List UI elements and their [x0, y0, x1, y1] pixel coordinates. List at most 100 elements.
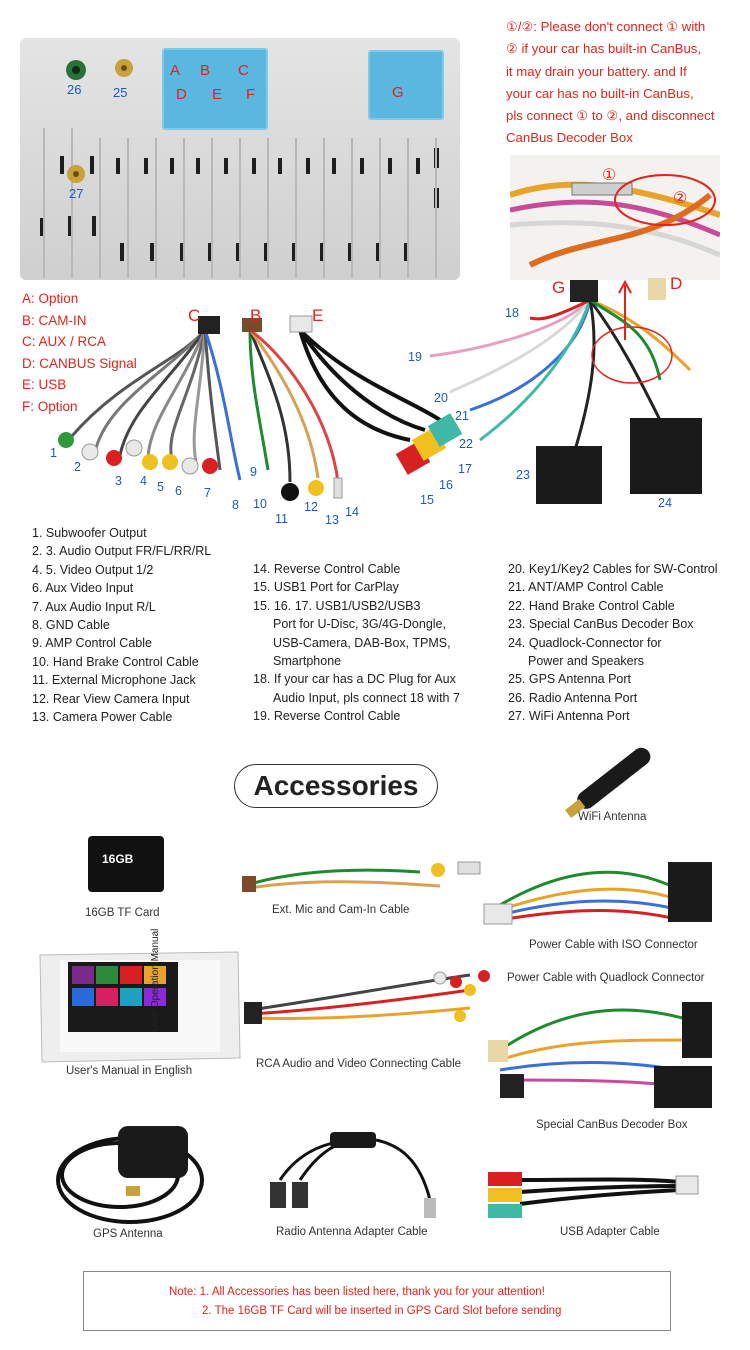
cable-number: 10 — [253, 497, 267, 511]
description-line: 20. Key1/Key2 Cables for SW-Control — [508, 562, 718, 576]
cable-number: 4 — [140, 474, 147, 488]
description-line: 25. GPS Antenna Port — [508, 672, 631, 687]
cable-harness-illustration — [58, 278, 702, 504]
legend-item: F: Option — [22, 398, 78, 414]
note-box: Note: 1. All Accessories has been listed… — [83, 1271, 671, 1331]
cable-number: 2 — [74, 460, 81, 474]
cable-number: 19 — [408, 350, 422, 364]
accessories-title: Accessories — [234, 764, 438, 808]
cable-number: 12 — [304, 500, 318, 514]
connector-b — [242, 318, 262, 332]
accessory-label-tf-card: 16GB TF Card — [85, 907, 160, 919]
description-line: 18. If your car has a DC Plug for Aux — [253, 672, 456, 687]
port-block-a-f — [162, 48, 268, 130]
cable-number: 7 — [204, 486, 211, 500]
cable-number: 13 — [325, 513, 339, 527]
legend-item: E: USB — [22, 377, 67, 393]
warning-line: it may drain your battery. and If — [506, 63, 687, 79]
warning-line: ①/②: Please don't connect ① with — [506, 19, 706, 34]
accessory-label-usb-adapter: USB Adapter Cable — [560, 1226, 660, 1238]
cable-letter-e: E — [312, 306, 324, 325]
description-line: 15. USB1 Port for CarPlay — [253, 580, 399, 595]
warning-line: your car has no built-in CanBus, — [506, 85, 694, 101]
accessory-label-gps: GPS Antenna — [93, 1228, 163, 1240]
description-line: 21. ANT/AMP Control Cable — [508, 580, 664, 595]
accessory-label-rca: RCA Audio and Video Connecting Cable — [256, 1058, 462, 1070]
head-unit-rear — [20, 38, 460, 280]
description-line: 23. Special CanBus Decoder Box — [508, 617, 694, 632]
description-line: 13. Camera Power Cable — [32, 710, 173, 725]
port-letter-a: A — [170, 62, 181, 79]
accessory-label-wifi: WiFi Antenna — [578, 811, 647, 823]
description-line: 7. Aux Audio Input R/L — [32, 599, 156, 614]
port-letter-d: D — [176, 86, 187, 103]
port-number-26: 26 — [67, 82, 82, 97]
heatsink-fins — [40, 59, 439, 278]
cable-number: 1 — [50, 446, 57, 460]
cable-number: 9 — [250, 465, 257, 479]
description-line: 14. Reverse Control Cable — [253, 562, 401, 576]
note-line-2: 2. The 16GB TF Card will be inserted in … — [202, 1305, 562, 1317]
cable-number: 23 — [516, 468, 530, 482]
description-line: Port for U-Disc, 3G/4G-Dongle, — [273, 617, 446, 632]
port-letter-g: G — [392, 84, 404, 101]
legend-item: C: AUX / RCA — [22, 334, 107, 350]
description-line: 26. Radio Antenna Port — [508, 690, 638, 705]
canbus-wire-photo — [510, 155, 720, 280]
port-letter-e: E — [212, 86, 223, 103]
cable-letter-d: D — [670, 274, 683, 293]
port-legend: A: Option B: CAM-IN C: AUX / RCA D: CANB… — [22, 288, 137, 418]
description-line: 22. Hand Brake Control Cable — [508, 598, 675, 613]
description-line: 9. AMP Control Cable — [32, 636, 152, 651]
cable-number: 14 — [345, 505, 359, 519]
description-line: 1. Subwoofer Output — [32, 526, 147, 540]
cable-number: 21 — [455, 409, 469, 423]
canbus-decoder-box — [536, 446, 602, 504]
cable-number: 16 — [439, 478, 453, 492]
description-line: 27. WiFi Antenna Port — [508, 709, 630, 724]
sd-card-capacity: 16GB — [102, 852, 134, 866]
port-letter-c: C — [238, 62, 249, 79]
cable-letter-g: G — [552, 278, 566, 297]
description-line: Smartphone — [273, 654, 342, 669]
description-line: 12. Rear View Camera Input — [32, 691, 190, 706]
accessory-label-manual: User's Manual in English — [66, 1065, 193, 1077]
cable-letter-b: B — [250, 306, 262, 325]
accessory-label-canbus: Special CanBus Decoder Box — [536, 1119, 688, 1131]
cable-number: 5 — [157, 480, 164, 494]
description-line: 10. Hand Brake Control Cable — [32, 654, 199, 669]
cable-number: 11 — [275, 512, 288, 526]
port-number-27: 27 — [69, 186, 84, 201]
description-line: 8. GND Cable — [32, 618, 110, 633]
cable-number: 15 — [420, 493, 434, 507]
circle-label-1: ① — [602, 167, 617, 184]
description-column-3: 20. Key1/Key2 Cables for SW-Control 21. … — [508, 560, 718, 726]
legend-item: D: CANBUS Signal — [22, 355, 137, 371]
cable-number: 3 — [115, 474, 122, 488]
cable-number: 17 — [458, 462, 472, 476]
canbus-warning: ①/②: Please don't connect ① with ② if yo… — [506, 16, 714, 150]
warning-line: pls connect ① to ②, and disconnect — [506, 108, 715, 124]
description-line: USB-Camera, DAB-Box, TPMS, — [273, 635, 451, 650]
port-number-25: 25 — [113, 85, 128, 100]
description-line: 19. Reverse Control Cable — [253, 709, 401, 724]
connector-g — [570, 280, 598, 302]
manual-cover-text: User Operation Manual — [150, 928, 161, 1032]
description-column-1: 1. Subwoofer Output 2. 3. Audio Output F… — [32, 524, 211, 726]
description-line: 6. Aux Video Input — [32, 581, 134, 596]
accessory-label-mic-cam: Ext. Mic and Cam-In Cable — [272, 904, 410, 916]
cable-number: 18 — [505, 306, 519, 320]
accessory-label-radio-adapter: Radio Antenna Adapter Cable — [276, 1226, 428, 1238]
cable-number: 22 — [459, 437, 473, 451]
quadlock-connector — [630, 418, 702, 494]
port-letter-b: B — [200, 62, 211, 79]
description-line: 15. 16. 17. USB1/USB2/USB3 — [253, 598, 421, 613]
note-line-1: Note: 1. All Accessories has been listed… — [169, 1286, 545, 1298]
description-line: 2. 3. Audio Output FR/FL/RR/RL — [32, 544, 212, 559]
accessory-label-iso-power: Power Cable with ISO Connector — [529, 939, 698, 951]
description-line: Audio Input, pls connect 18 with 7 — [273, 690, 460, 705]
cable-number: 6 — [175, 484, 182, 498]
description-line: Power and Speakers — [528, 654, 645, 669]
cable-number: 24 — [658, 496, 672, 510]
